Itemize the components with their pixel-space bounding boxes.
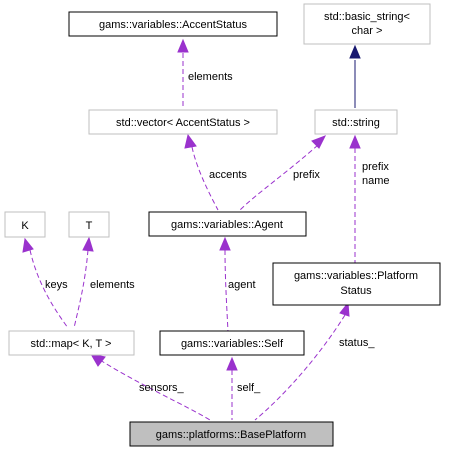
edge-vector-agent bbox=[184, 133, 219, 211]
node-std-string: std::string bbox=[314, 109, 398, 135]
node-map-kt-label: std::map< K, T > bbox=[31, 338, 112, 350]
node-platform-status-label-1: gams::variables::Platform bbox=[294, 270, 418, 282]
edge-self-baseplatform bbox=[226, 356, 238, 420]
label-prefix-name-1: prefix bbox=[362, 161, 389, 173]
node-base-platform-label: gams::platforms::BasePlatform bbox=[156, 429, 306, 441]
edge-agent-self bbox=[219, 236, 231, 333]
node-platform-status-label-2: Status bbox=[340, 285, 372, 297]
edge-t-map bbox=[73, 236, 94, 329]
label-accents: accents bbox=[209, 169, 247, 181]
edge-string-platformstatus bbox=[349, 134, 361, 265]
edge-k-map bbox=[22, 237, 69, 329]
node-platform-status[interactable]: gams::variables::Platform Status bbox=[272, 262, 441, 306]
node-self-label: gams::variables::Self bbox=[181, 338, 284, 350]
node-accent-status[interactable]: gams::variables::AccentStatus bbox=[68, 11, 278, 37]
label-elements-top: elements bbox=[188, 71, 233, 83]
node-k-label: K bbox=[21, 220, 29, 232]
node-std-string-label: std::string bbox=[332, 117, 380, 129]
label-agent: agent bbox=[228, 279, 256, 291]
node-vector-accent-label: std::vector< AccentStatus > bbox=[116, 117, 250, 129]
label-self: self_ bbox=[237, 382, 261, 394]
label-elements-map: elements bbox=[90, 279, 135, 291]
node-vector-accent: std::vector< AccentStatus > bbox=[88, 109, 278, 135]
edge-platformstatus-baseplatform bbox=[254, 301, 350, 421]
label-prefix: prefix bbox=[293, 169, 320, 181]
node-agent[interactable]: gams::variables::Agent bbox=[148, 211, 307, 237]
node-agent-label: gams::variables::Agent bbox=[171, 219, 283, 231]
node-accent-status-label: gams::variables::AccentStatus bbox=[99, 19, 247, 31]
label-sensors: sensors_ bbox=[139, 382, 185, 394]
label-status: status_ bbox=[339, 337, 375, 349]
node-basic-string-label-2: char > bbox=[352, 25, 383, 37]
node-k: K bbox=[4, 211, 46, 238]
node-base-platform: gams::platforms::BasePlatform bbox=[129, 421, 334, 447]
label-keys: keys bbox=[45, 279, 68, 291]
node-t-label: T bbox=[86, 220, 93, 232]
node-map-kt: std::map< K, T > bbox=[8, 330, 135, 356]
edge-accentstatus-vector bbox=[177, 38, 189, 106]
label-prefix-name-2: name bbox=[362, 175, 390, 187]
node-self[interactable]: gams::variables::Self bbox=[159, 330, 305, 356]
node-t: T bbox=[68, 211, 110, 238]
edge-basicstring-string bbox=[349, 44, 361, 108]
node-basic-string-label-1: std::basic_string< bbox=[324, 11, 410, 23]
edge-string-agent bbox=[239, 135, 327, 211]
node-basic-string: std::basic_string< char > bbox=[303, 3, 431, 45]
